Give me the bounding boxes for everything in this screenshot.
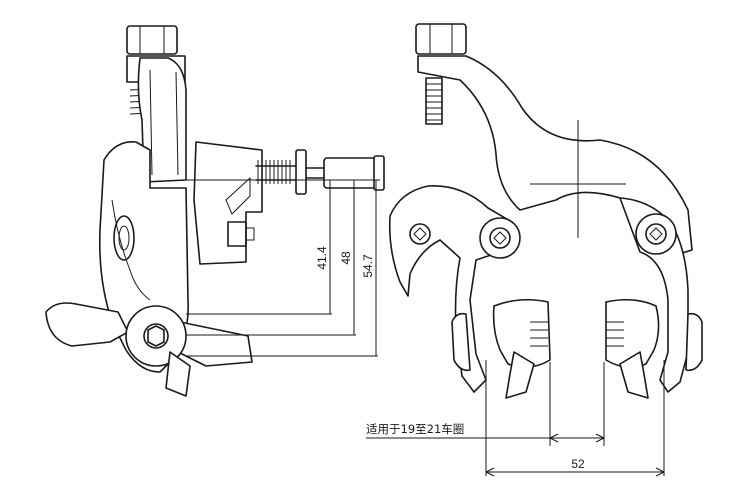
- dim-54-7: 54.7: [361, 254, 375, 278]
- width-dimensions: 适用于19至21车圈 52: [366, 422, 665, 477]
- dim-41-4: 41.4: [315, 246, 329, 270]
- rim-compatibility-note: 适用于19至21车圈: [366, 422, 464, 436]
- front-left-arm: [388, 185, 513, 393]
- left-brake-pad: [451, 298, 551, 399]
- dim-48: 48: [339, 251, 353, 265]
- right-pivot-bolt: [635, 213, 677, 255]
- height-dimensions: 41.4 48 54.7: [186, 179, 380, 357]
- front-view: [388, 23, 703, 476]
- side-view: [45, 25, 385, 397]
- dim-52: 52: [571, 457, 585, 471]
- left-pivot-bolt: [479, 217, 521, 259]
- centre-bolt: [255, 149, 385, 195]
- top-nut: [126, 25, 178, 55]
- right-brake-pad: [605, 298, 703, 399]
